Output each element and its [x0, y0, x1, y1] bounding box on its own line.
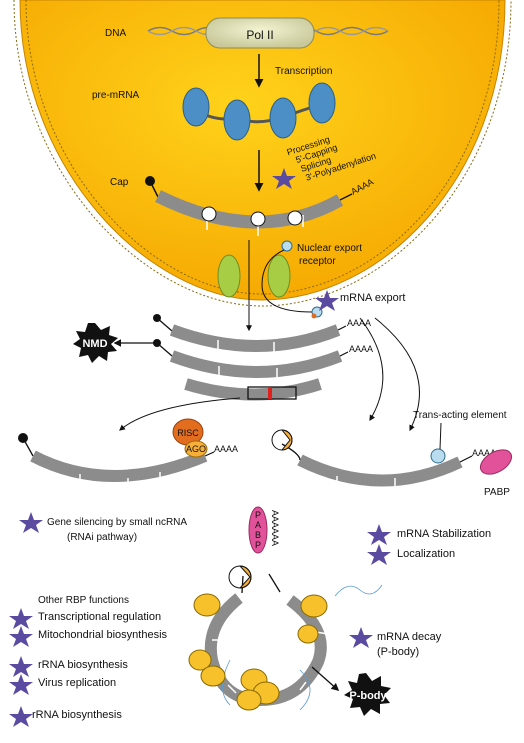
ago-label: AGO — [186, 444, 206, 454]
other-function-4: Virus replication — [38, 677, 116, 689]
trans-acting-element — [430, 448, 446, 464]
decapping-particle — [280, 429, 293, 451]
nmd-burst-icon — [73, 323, 118, 363]
premature-stop-codon — [268, 388, 272, 399]
localization-branch-arrow — [374, 317, 420, 432]
mrna-decay-label-2: (P-body) — [377, 646, 419, 658]
pre-mrna-exon-2 — [223, 99, 251, 141]
pre-mrna-exon-4 — [308, 82, 336, 124]
localization-star-icon — [367, 544, 391, 565]
gene-silencing-label-1: Gene silencing by small ncRNA — [47, 517, 187, 528]
stabilization-star-icon — [367, 524, 391, 545]
export-receptor-icon — [281, 240, 293, 252]
rrna-star-icon — [9, 656, 33, 677]
rnai-branch-arrow — [119, 397, 241, 431]
mrna-1-polya-label: AAAA — [347, 318, 371, 328]
pbody-burst-icon — [344, 673, 391, 716]
pabp-protein — [479, 449, 513, 475]
rna-fragment — [334, 584, 383, 597]
decay-particles — [188, 593, 328, 711]
nuclear-envelope-inner — [25, 0, 500, 295]
pbody-label: P-body — [349, 690, 387, 702]
stabilized-mrna: AAAA — [281, 443, 496, 490]
mitochondrial-star-icon — [9, 626, 33, 647]
gene-silencing-star-icon — [19, 512, 43, 533]
stabilization-branch-arrow — [359, 317, 384, 422]
loop-polya-label: AAAAAA — [270, 510, 280, 546]
export-receptor-label-2: receptor — [299, 256, 336, 267]
loop-cap-binding-particle — [238, 565, 252, 589]
ago-protein — [184, 440, 208, 458]
pre-mrna-exon-3 — [269, 97, 297, 139]
virus-replication-star-icon — [9, 674, 33, 695]
mrna-decay-label-1: mRNA decay — [377, 631, 442, 643]
loop-pabp-protein — [248, 506, 268, 554]
cytoplasmic-mrna-1: AAAA — [153, 314, 371, 354]
rnai-polya-label: AAAA — [214, 444, 238, 454]
mrna-export-label: mRNA export — [340, 292, 405, 304]
other-function-2: Mitochondrial biosynthesis — [38, 629, 168, 641]
cytoplasmic-mrna-ptc — [184, 378, 322, 401]
loop-pabp-letter-a: A — [255, 520, 261, 530]
pre-mrna-exon-1 — [182, 87, 210, 127]
nuclear-envelope-outer — [13, 0, 512, 307]
trans-acting-label: Trans-acting element — [413, 410, 507, 421]
nuclear-pore-right — [267, 254, 291, 298]
mrna-2-polya-label: AAAA — [349, 344, 373, 354]
stabilization-label: mRNA Stabilization — [397, 528, 491, 540]
pol2-complex — [205, 17, 315, 49]
pre-mrna-label: pre-mRNA — [92, 90, 140, 101]
nucleus-body — [19, 0, 506, 301]
mrna-export-star-icon — [315, 290, 339, 311]
other-function-3: rRNA biosynthesis — [38, 659, 128, 671]
loop-pabp-letter-b: B — [255, 530, 261, 540]
pol2-label: Pol II — [246, 28, 273, 42]
nuclear-pore-left — [217, 254, 241, 298]
transcriptional-regulation-star-icon — [9, 608, 33, 629]
localization-label: Localization — [397, 548, 455, 560]
transcription-label: Transcription — [275, 66, 332, 77]
gene-silencing-label-2: (RNAi pathway) — [67, 532, 137, 543]
other-function-1: Transcriptional regulation — [38, 611, 161, 623]
nmd-label: NMD — [82, 338, 107, 350]
stabilized-polya-label: AAAA — [472, 448, 496, 458]
processing-star-icon — [272, 168, 296, 189]
other-function-5: rRNA biosynthesis — [32, 709, 122, 721]
export-receptor-label-1: Nuclear export — [297, 243, 362, 254]
loop-pabp-letter-p1: P — [255, 510, 261, 520]
pbody-arrow — [311, 666, 340, 692]
nucleus — [13, 0, 512, 307]
mrna-decay-star-icon — [349, 627, 373, 648]
risc-label: RISC — [177, 428, 199, 438]
rrna-biosynthesis-2-star-icon — [9, 706, 33, 727]
loop-pabp-letter-p2: P — [255, 540, 261, 550]
other-functions-title: Other RBP functions — [38, 595, 129, 606]
pre-mrna — [182, 82, 336, 141]
pabp-label: PABP — [484, 487, 510, 498]
dna-label: DNA — [105, 28, 126, 39]
cap-label: Cap — [110, 177, 129, 188]
rnai-mrna: AAAA — [18, 433, 238, 490]
